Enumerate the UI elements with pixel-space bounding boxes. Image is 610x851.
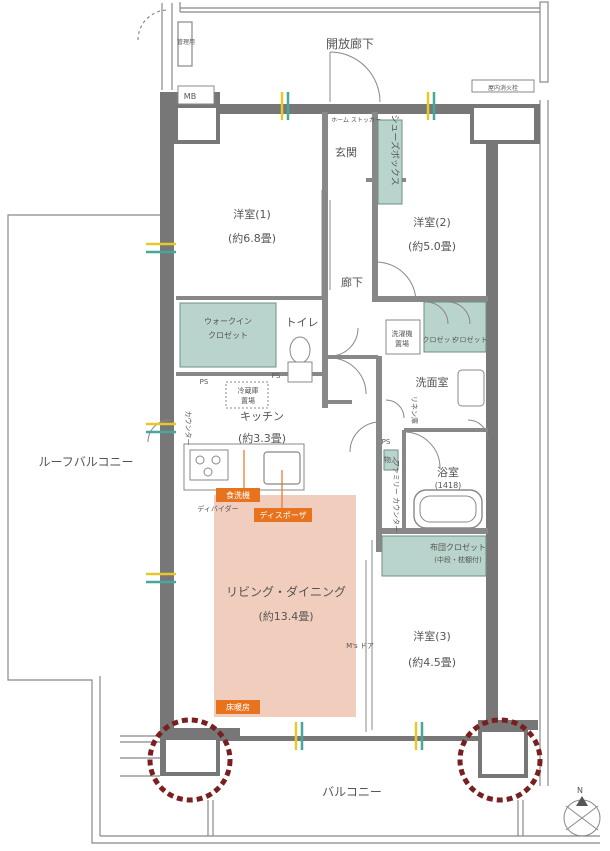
dishwasher-tag bbox=[216, 488, 260, 502]
western2-label: 洋室(2) bbox=[413, 215, 451, 229]
futon-closet-note: (中段・枕棚付) bbox=[434, 555, 482, 564]
living-label: リビング・ダイニング bbox=[226, 584, 346, 599]
living-floor-heating-area bbox=[214, 495, 356, 717]
walkin-closet-label: ウォークイン bbox=[204, 317, 252, 326]
western2-size: (約5.0畳) bbox=[408, 239, 456, 253]
fridge-label: 冷蔵庫 bbox=[238, 386, 259, 395]
small-storage-label: 物入 bbox=[384, 455, 398, 464]
window-markers bbox=[146, 92, 436, 750]
home-stocker-label: ホーム ストッカー bbox=[331, 117, 381, 124]
bath-size: (1418) bbox=[435, 481, 462, 490]
western3-size: (約4.5畳) bbox=[408, 655, 456, 669]
roof-balcony-outline bbox=[7, 100, 600, 844]
column-markers bbox=[147, 717, 543, 803]
disposer-tag bbox=[254, 508, 312, 522]
meter-box-label: MB bbox=[184, 92, 196, 101]
entrance-label: 玄関 bbox=[335, 145, 357, 159]
floor-heating-text: 床暖房 bbox=[226, 702, 250, 712]
washer-label-2: 置場 bbox=[395, 339, 409, 348]
vertical-pipe-label: 管理用 bbox=[177, 38, 195, 46]
shoe-box-label: シューズボックス bbox=[389, 114, 401, 185]
corridor-label: 開放廊下 bbox=[326, 36, 374, 51]
closet-a-label: クロゼット bbox=[423, 335, 458, 344]
fire-hose-label: 屋内消火栓 bbox=[488, 84, 518, 92]
fridge-label-2: 置場 bbox=[241, 396, 255, 405]
disposer-text: ディスポーザ bbox=[259, 510, 306, 520]
washer-label: 洗濯機 bbox=[392, 329, 413, 338]
counter-label: カウンター bbox=[184, 411, 193, 446]
western3-label: 洋室(3) bbox=[413, 629, 451, 643]
roof-balcony-label: ルーフバルコニー bbox=[38, 455, 133, 469]
linen-label: リネン庫 bbox=[410, 396, 419, 424]
family-counter-label: ファミリー カウンター bbox=[392, 460, 401, 532]
western1-size: (約6.8畳) bbox=[228, 231, 276, 245]
ps-label-2: PS bbox=[272, 372, 281, 380]
bath-label: 浴室 bbox=[437, 465, 459, 479]
hallway-label: 廊下 bbox=[341, 275, 363, 289]
north-label: N bbox=[577, 786, 583, 795]
ps-label-3: PS bbox=[382, 438, 391, 446]
walkin-closet-label-2: クロゼット bbox=[208, 330, 248, 340]
living-size: (約13.4畳) bbox=[258, 609, 313, 623]
door-swings bbox=[147, 51, 489, 469]
closet-b-label: クロゼット bbox=[453, 335, 488, 344]
toilet-label: トイレ bbox=[286, 316, 319, 329]
ms-door-label: M's ドア bbox=[346, 642, 374, 650]
kitchen-label: キッチン bbox=[240, 410, 284, 423]
floor-heating-tag bbox=[216, 700, 260, 714]
futon-closet-label: 布団クロゼット bbox=[430, 542, 486, 552]
washroom-label: 洗面室 bbox=[416, 375, 449, 389]
balcony-label: バルコニー bbox=[322, 785, 382, 799]
ps-label-1: PS bbox=[200, 378, 209, 386]
western1-label: 洋室(1) bbox=[233, 207, 271, 221]
kitchen-size: (約3.3畳) bbox=[238, 431, 286, 445]
dishwasher-text: 食洗機 bbox=[226, 490, 250, 500]
north-compass bbox=[563, 796, 601, 837]
divider-label: ディバイダー bbox=[197, 504, 238, 513]
